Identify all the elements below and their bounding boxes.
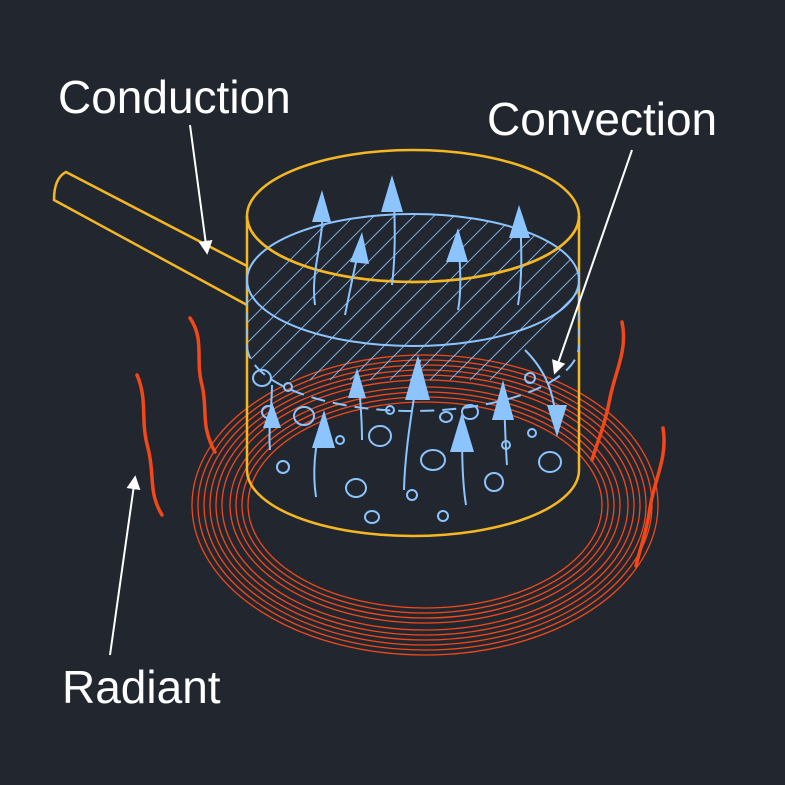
conduction-pointer	[189, 124, 213, 255]
radiant-label: Radiant	[62, 661, 221, 713]
radiant-heat-waves	[135, 316, 666, 568]
radiant-pointer	[109, 475, 141, 656]
pot-rim-front	[245, 215, 581, 284]
convection-arrowheads	[263, 175, 567, 452]
water-surface	[246, 213, 580, 412]
convection-pointer	[552, 149, 633, 375]
pot-bottom	[245, 469, 581, 538]
conduction-label: Conduction	[58, 71, 291, 123]
label-pointers	[109, 124, 633, 656]
convection-label: Convection	[487, 93, 718, 145]
pot-handle	[52, 170, 248, 307]
